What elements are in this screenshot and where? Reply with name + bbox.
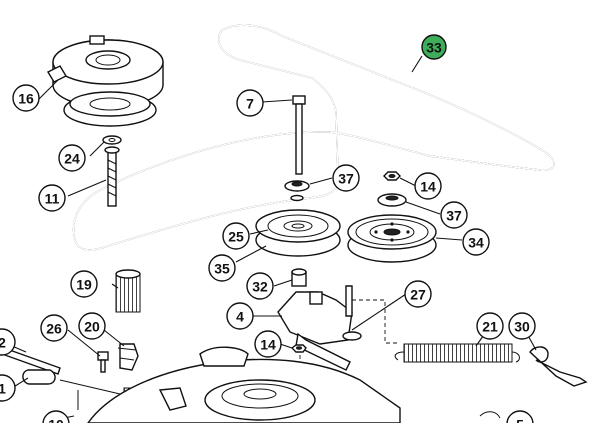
callout-c4: 4 [226,302,254,330]
callout-number: 5 [516,417,524,423]
callout-c21: 21 [476,312,504,340]
flat-idler-pulley [347,214,437,263]
callout-circle [58,144,86,172]
callout-number: 32 [252,279,268,295]
tension-spring [394,343,520,363]
callout-number: 25 [228,229,244,245]
callout-circle [78,312,106,340]
callout-circle [70,270,98,298]
callout-circle [226,302,254,330]
callout-circle [254,330,282,358]
callout-circle [508,312,536,340]
callout-c5: 5 [506,410,534,423]
callout-number: 7 [246,96,254,112]
callout-circle [404,280,432,308]
electric-clutch [47,35,164,127]
callout-number: 2 [0,335,6,351]
callout-number: 4 [236,309,244,325]
callout-c35: 35 [208,254,236,282]
callout-circle [40,314,68,342]
callout-c34: 34 [462,228,490,256]
mower-deck [87,346,501,423]
callout-number: 35 [214,261,230,277]
leader-lines [11,55,537,421]
callout-c27: 27 [404,280,432,308]
callout-circle [222,222,250,250]
callout-circle [440,201,468,229]
callout-c37a: 37 [332,164,360,192]
bushing [291,268,307,287]
compression-spring [115,269,141,313]
grip [22,369,56,385]
washer [102,135,122,145]
bearing [284,180,310,192]
callout-circle [246,272,274,300]
callout-number: 14 [260,337,276,353]
bolt [104,146,120,207]
nut [290,344,307,353]
callout-number: 16 [18,91,34,107]
bracket [117,343,139,371]
callout-circle [208,254,236,282]
callout-number: 30 [514,319,530,335]
callout-c2: 2 [0,328,16,356]
callout-number: 19 [76,277,92,293]
bearing [377,193,407,207]
callout-number: 37 [446,208,462,224]
callout-circle [42,410,70,423]
idler-bolt [292,95,306,175]
callout-circle [414,172,442,200]
callout-number: 27 [410,287,426,303]
callout-c19: 19 [70,270,98,298]
callout-c11: 11 [38,184,66,212]
callout-c16: 16 [12,84,40,112]
callout-c24: 24 [58,144,86,172]
idler-arm [277,285,362,371]
spring-hook [529,346,588,387]
idler-pulley [255,209,341,257]
callout-circle [38,184,66,212]
alignment-line [352,299,398,344]
callout-number: 34 [468,235,484,251]
callout-c20: 20 [78,312,106,340]
screw [97,351,109,373]
callout-circle [462,228,490,256]
callout-number: 1 [0,381,6,397]
callout-circle [0,374,16,402]
callout-c30: 30 [508,312,536,340]
callout-number: 11 [45,191,60,207]
callout-number: 20 [84,319,100,335]
callout-circle [506,410,534,423]
callout-c7: 7 [236,89,264,117]
callout-circle [476,312,504,340]
callout-c14a: 14 [414,172,442,200]
rod [59,379,121,395]
callout-number: 33 [426,40,442,56]
callout-number: 14 [420,179,436,195]
callout-c10: 10 [42,410,70,423]
callout-c26: 26 [40,314,68,342]
callout-c1: 1 [0,374,16,402]
callout-c14b: 14 [254,330,282,358]
callout-number: 24 [64,151,80,167]
callout-number: 26 [46,321,62,337]
nut [383,171,401,181]
callout-number: 10 [48,417,64,423]
callout-circle [12,84,40,112]
callout-circle [332,164,360,192]
callout-number: 21 [482,319,498,335]
callout-circle [421,34,447,60]
callout-c32: 32 [246,272,274,300]
callout-circle [0,328,16,356]
spacer [290,194,304,202]
callout-c33: 33 [421,34,447,60]
callout-c25: 25 [222,222,250,250]
callout-c37b: 37 [440,201,468,229]
callout-number: 37 [338,171,354,187]
callout-circle [236,89,264,117]
